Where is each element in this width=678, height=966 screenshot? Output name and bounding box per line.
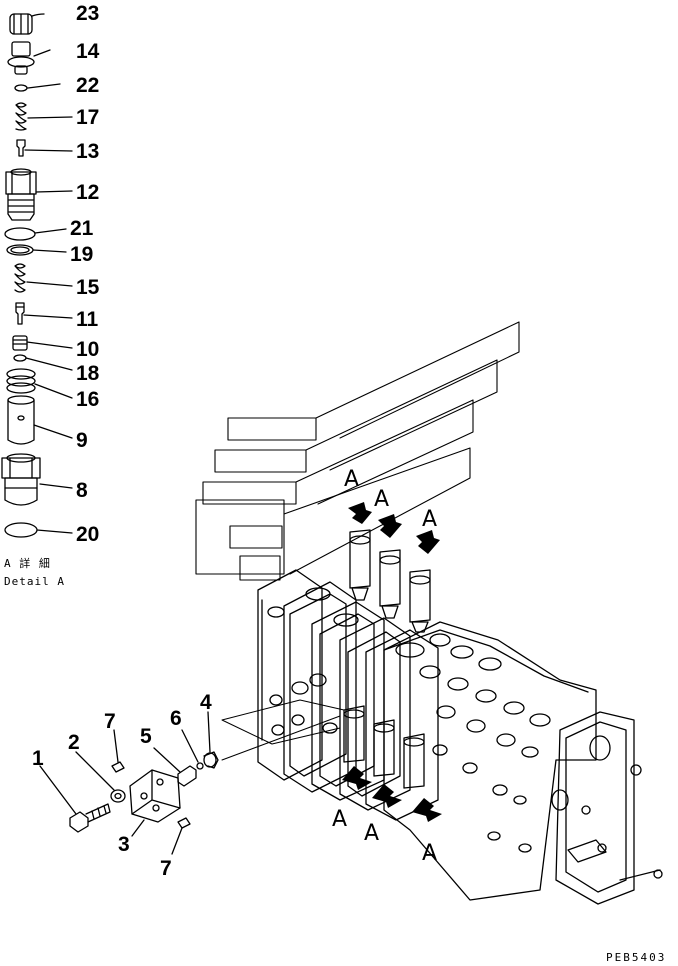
detail-marker-a-2: A xyxy=(374,487,389,512)
detail-marker-a-6: A xyxy=(422,841,437,866)
label-13: 13 xyxy=(76,140,99,163)
label-7-bottom: 7 xyxy=(160,857,172,880)
label-20: 20 xyxy=(76,523,99,546)
label-6: 6 xyxy=(170,707,182,730)
part-19-backup-ring-icon xyxy=(6,244,67,256)
part-6-pin-icon xyxy=(181,729,204,770)
part-20-o-ring-icon xyxy=(4,522,73,538)
part-9-sleeve-icon xyxy=(7,395,73,445)
part-17-spring-icon xyxy=(15,102,73,131)
arrow-a-bottom-2 xyxy=(372,784,402,808)
label-19: 19 xyxy=(70,243,93,266)
label-3: 3 xyxy=(118,833,130,856)
label-12: 12 xyxy=(76,181,99,204)
arrow-a-top-2 xyxy=(378,514,402,538)
detail-a-arrows xyxy=(342,502,442,822)
part-4-plug-icon xyxy=(203,711,219,769)
label-7-top: 7 xyxy=(104,710,116,733)
label-9: 9 xyxy=(76,429,88,452)
label-23: 23 xyxy=(76,2,99,25)
part-15-spring-icon xyxy=(14,263,73,293)
label-10: 10 xyxy=(76,338,99,361)
part-13-poppet-icon xyxy=(16,139,73,157)
label-11: 11 xyxy=(76,308,99,331)
label-8: 8 xyxy=(76,479,88,502)
arrow-a-bottom-1 xyxy=(342,766,372,790)
part-16-spring-icon xyxy=(6,368,73,399)
part-23-cap-icon xyxy=(9,13,45,35)
detail-marker-a-3: A xyxy=(422,507,437,532)
detail-marker-a-1: A xyxy=(344,467,359,492)
label-18: 18 xyxy=(76,362,100,385)
drawing-code: PEB5403 xyxy=(606,951,666,964)
part-22-o-ring-icon xyxy=(14,83,61,92)
part-7-screw-top-icon xyxy=(111,729,125,773)
label-2: 2 xyxy=(68,731,80,754)
label-16: 16 xyxy=(76,388,99,411)
label-5: 5 xyxy=(140,725,152,748)
label-4: 4 xyxy=(200,691,212,714)
part-14-plug-icon xyxy=(7,41,51,75)
arrow-a-top-1 xyxy=(348,502,372,524)
arrow-a-bottom-3 xyxy=(412,798,442,822)
brand-watermark xyxy=(195,321,520,581)
label-15: 15 xyxy=(76,276,100,299)
assembly-leader-lines xyxy=(221,699,345,761)
part-18-ring-icon xyxy=(13,354,73,371)
part-10-valve-icon xyxy=(12,335,73,351)
detail-caption-en: Detail A xyxy=(4,575,65,588)
part-1-bolt-icon xyxy=(39,765,111,833)
part-3-cover-icon xyxy=(129,769,181,837)
arrow-a-top-3 xyxy=(416,530,440,554)
label-17: 17 xyxy=(76,106,99,129)
label-14: 14 xyxy=(76,40,100,63)
detail-marker-a-4: A xyxy=(332,807,347,832)
part-8-body-icon xyxy=(1,453,73,506)
part-2-washer-icon xyxy=(75,751,126,803)
part-21-o-ring-icon xyxy=(4,227,67,241)
part-5-fitting-icon xyxy=(153,747,197,787)
control-valve-assembly-icon xyxy=(257,529,663,905)
detail-caption-jp: A 詳 細 xyxy=(4,556,51,570)
detail-marker-a-5: A xyxy=(364,821,379,846)
label-21: 21 xyxy=(70,217,94,240)
label-1: 1 xyxy=(32,747,44,770)
part-12-sleeve-icon xyxy=(5,168,73,221)
part-11-piston-icon xyxy=(15,302,73,325)
label-22: 22 xyxy=(76,74,99,97)
part-7-screw-bottom-icon xyxy=(171,817,191,855)
